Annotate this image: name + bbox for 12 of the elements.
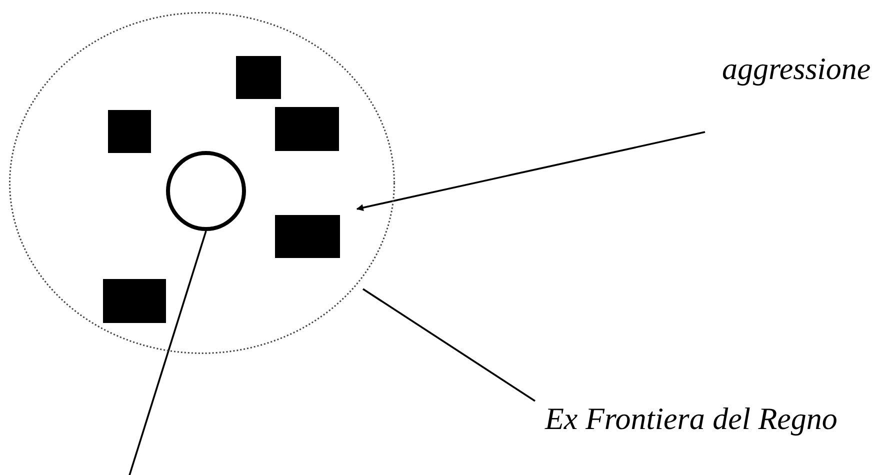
filled-square bbox=[236, 56, 281, 99]
filled-square bbox=[103, 279, 166, 323]
leader-line bbox=[362, 288, 536, 402]
text-label: aggressione bbox=[722, 52, 871, 86]
dotted-ellipse bbox=[9, 12, 395, 354]
text-label: Ex Frontiera del Regno bbox=[545, 402, 838, 436]
leader-line bbox=[127, 230, 207, 475]
filled-square bbox=[108, 110, 151, 153]
circle-outline bbox=[166, 151, 246, 231]
filled-square bbox=[275, 107, 339, 151]
filled-square bbox=[275, 215, 340, 258]
arrow bbox=[356, 131, 706, 212]
